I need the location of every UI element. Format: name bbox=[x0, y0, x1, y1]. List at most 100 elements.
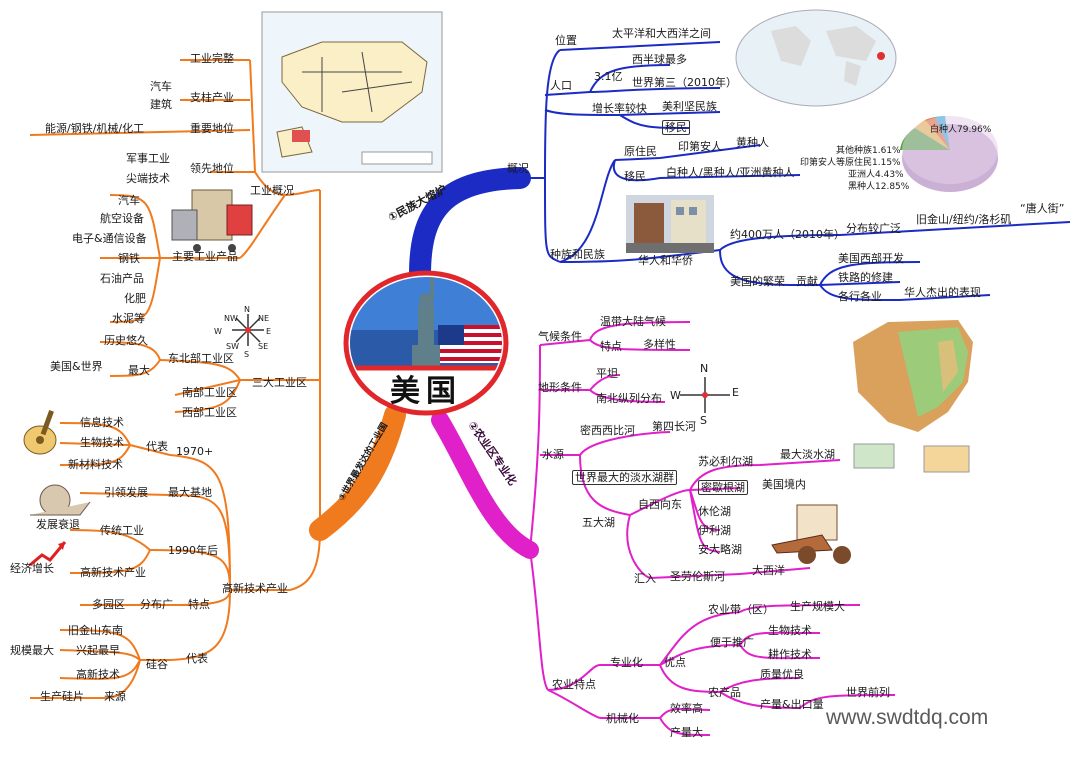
ind-leading: 领先地位 bbox=[190, 162, 234, 175]
overview-growth-reason-2: 移民 bbox=[662, 120, 690, 135]
world-map-globe bbox=[735, 9, 897, 107]
ind-rep: 代表 bbox=[146, 440, 168, 453]
ind-hightech-ind: 高新技术产业 bbox=[80, 566, 146, 579]
agri-belt: 农业带（区） bbox=[708, 603, 774, 616]
compass-agri-e: E bbox=[732, 386, 739, 399]
ind-rep-item-1: 信息技术 bbox=[80, 416, 124, 429]
overview-chinese-label: 华人和华侨 bbox=[638, 254, 693, 267]
compass-agri-s: S bbox=[700, 414, 707, 427]
ind-after1990: 1990年后 bbox=[168, 544, 218, 557]
agri-specialization: 专业化 bbox=[610, 656, 643, 669]
ind-pillar-item-2: 建筑 bbox=[150, 98, 172, 111]
overview-contribution-item-3: 各行各业 bbox=[838, 290, 882, 303]
ind-northeast: 东北部工业区 bbox=[168, 352, 234, 365]
agri-efficiency: 效率高 bbox=[670, 702, 703, 715]
agri-terrain-layout: 南北纵列分布 bbox=[596, 392, 662, 405]
agri-river-rank: 第四长河 bbox=[652, 420, 696, 433]
compass-agri-w: W bbox=[670, 389, 681, 402]
ind-base-reason: 引领发展 bbox=[104, 486, 148, 499]
agri-lake-4: 伊利湖 bbox=[698, 524, 731, 537]
agri-products: 农产品 bbox=[708, 686, 741, 699]
overview-immigrants-label: 移民 bbox=[624, 170, 646, 183]
ind-siliconvalley: 硅谷 bbox=[146, 658, 168, 671]
pie-label-asian: 亚洲人4.43% bbox=[848, 170, 904, 180]
overview-natives-group-2: 黄种人 bbox=[736, 136, 769, 149]
agri-lake-group: 世界最大的淡水湖群 bbox=[572, 470, 677, 485]
ind-distribution: 分布广 bbox=[140, 598, 173, 611]
overview-chinatown: “唐人街” bbox=[1020, 202, 1065, 215]
ind-main-products: 主要工业产品 bbox=[172, 250, 238, 263]
compass-ind-w: W bbox=[214, 327, 222, 336]
ind-product-2: 航空设备 bbox=[100, 212, 144, 225]
agri-advantage: 优点 bbox=[664, 656, 686, 669]
compass-ind-ne: NE bbox=[258, 314, 270, 323]
ind-rep-item-3: 新材料技术 bbox=[68, 458, 123, 471]
factory-illustration bbox=[171, 189, 253, 252]
agri-lakes-order: 自西向东 bbox=[638, 498, 682, 511]
overview-chinese-count: 约400万人（2010年） bbox=[730, 228, 845, 241]
ind-complete: 工业完整 bbox=[190, 52, 234, 65]
compass-ind-s: S bbox=[244, 350, 250, 359]
agri-lakes-label: 五大湖 bbox=[582, 516, 615, 529]
ind-south: 南部工业区 bbox=[182, 386, 237, 399]
overview-ethnicity-label: 种族和民族 bbox=[550, 248, 605, 261]
center-badge bbox=[343, 270, 509, 416]
ind-sv-fact-1: 旧金山东南 bbox=[68, 624, 123, 637]
overview-chinese-cities: 旧金山/纽约/洛杉矶 bbox=[916, 213, 1012, 226]
ind-product-7: 水泥等 bbox=[112, 312, 145, 325]
agri-mechanization: 机械化 bbox=[606, 712, 639, 725]
agri-climate-main: 温带大陆气候 bbox=[600, 315, 666, 328]
overview-contribution-label: 贡献 bbox=[796, 275, 818, 288]
agri-lake-2: 密歇根湖 bbox=[698, 480, 748, 495]
ind-growth: 经济增长 bbox=[10, 562, 54, 575]
agri-belt-note: 生产规模大 bbox=[790, 600, 845, 613]
ind-many: 多园区 bbox=[92, 598, 125, 611]
compass-rose-industry bbox=[232, 314, 264, 346]
agri-river: 密西西比河 bbox=[580, 424, 635, 437]
pie-label-black: 黑种人12.85% bbox=[848, 182, 910, 192]
overview-population-total: 3.1亿 bbox=[594, 70, 623, 83]
ind-representative: 代表 bbox=[186, 652, 208, 665]
agri-lake-note-1: 最大淡水湖 bbox=[780, 448, 835, 461]
compass-ind-sw: SW bbox=[226, 342, 239, 351]
ind-rep-item-2: 生物技术 bbox=[80, 436, 124, 449]
agri-ocean: 大西洋 bbox=[752, 564, 785, 577]
overview-contribution-item-1: 美国西部开发 bbox=[838, 252, 904, 265]
agri-output: 产量&出口量 bbox=[760, 698, 824, 711]
agri-quality: 质量优良 bbox=[760, 668, 804, 681]
ind-scope: 美国&世界 bbox=[50, 360, 103, 373]
overview-prosperity-label: 美国的繁荣 bbox=[730, 275, 785, 288]
watermark: www.swdtdq.com bbox=[826, 706, 989, 729]
agri-climate-label: 气候条件 bbox=[538, 330, 582, 343]
usa-terrain-map bbox=[848, 312, 976, 473]
chinatown-photo bbox=[626, 195, 714, 253]
guitar-illustration bbox=[23, 410, 57, 455]
ind-zones-label: 三大工业区 bbox=[252, 376, 307, 389]
compass-ind-se: SE bbox=[258, 342, 269, 351]
agri-terrain-flat: 平坦 bbox=[596, 367, 618, 380]
overview-natives-label: 原住民 bbox=[624, 145, 657, 158]
ind-important-items: 能源/钢铁/机械/化工 bbox=[45, 122, 145, 135]
ind-chip: 生产硅片 bbox=[40, 690, 84, 703]
snail-illustration bbox=[30, 484, 91, 516]
pie-label-white: 白种人79.96% bbox=[930, 125, 992, 135]
ind-pillar: 支柱产业 bbox=[190, 91, 234, 104]
agri-lake-1: 苏必利尔湖 bbox=[698, 455, 753, 468]
agri-tech-1: 生物技术 bbox=[768, 624, 812, 637]
overview-growth-label: 增长率较快 bbox=[592, 102, 647, 115]
ind-product-5: 石油产品 bbox=[100, 272, 144, 285]
industry-lines bbox=[29, 59, 322, 700]
overview-immigrants-groups: 白种人/黑种人/亚洲黄种人 bbox=[666, 166, 795, 179]
agri-lake-5: 安大略湖 bbox=[698, 543, 742, 556]
agri-climate-trait-value: 多样性 bbox=[643, 338, 676, 351]
overview-population-fact-2: 世界第三（2010年） bbox=[632, 76, 737, 89]
ind-since1970: 1970+ bbox=[176, 445, 214, 458]
agri-inflow: 汇入 bbox=[634, 572, 656, 585]
skates-illustration bbox=[771, 504, 851, 564]
branch-overview-connector bbox=[409, 167, 531, 286]
overview-chinese-spread: 分布较广泛 bbox=[846, 222, 901, 235]
compass-ind-n: N bbox=[244, 305, 250, 314]
compass-rose-agriculture bbox=[680, 377, 730, 413]
compass-ind-e: E bbox=[266, 327, 272, 336]
